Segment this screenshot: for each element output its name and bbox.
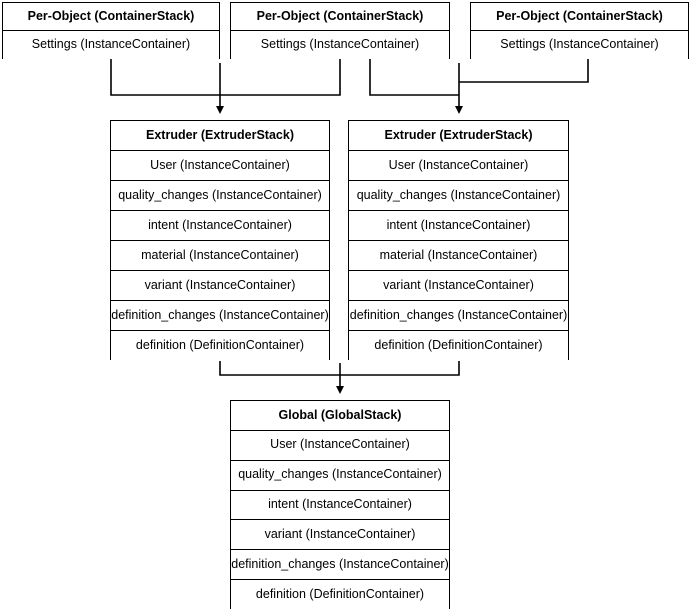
- node-extruder-1-row-quality-changes[interactable]: quality_changes (InstanceContainer): [111, 181, 329, 211]
- node-per-object-1-row-settings[interactable]: Settings (InstanceContainer): [3, 31, 219, 59]
- connector-per-object-2-to-extruder-2: [369, 59, 459, 96]
- node-per-object-3[interactable]: Per-Object (ContainerStack) Settings (In…: [470, 2, 689, 59]
- node-extruder-1[interactable]: Extruder (ExtruderStack) User (InstanceC…: [110, 120, 330, 361]
- node-extruder-2-row-definition-changes[interactable]: definition_changes (InstanceContainer): [349, 301, 568, 331]
- connector-extruder-2-to-global: [340, 360, 460, 376]
- node-extruder-1-row-material[interactable]: material (InstanceContainer): [111, 241, 329, 271]
- node-extruder-1-row-user[interactable]: User (InstanceContainer): [111, 151, 329, 181]
- node-per-object-1-header: Per-Object (ContainerStack): [3, 3, 219, 31]
- node-global-row-definition-changes[interactable]: definition_changes (InstanceContainer): [231, 550, 449, 581]
- node-extruder-2-row-intent[interactable]: intent (InstanceContainer): [349, 211, 568, 241]
- connector-per-object-2-to-extruder-1: [220, 59, 341, 96]
- node-per-object-3-header: Per-Object (ContainerStack): [471, 3, 688, 31]
- node-extruder-2-row-quality-changes[interactable]: quality_changes (InstanceContainer): [349, 181, 568, 211]
- connector-per-object-1-to-extruder-1: [110, 59, 220, 96]
- node-global-row-definition[interactable]: definition (DefinitionContainer): [231, 580, 449, 610]
- node-per-object-2[interactable]: Per-Object (ContainerStack) Settings (In…: [230, 2, 450, 59]
- node-per-object-2-row-settings[interactable]: Settings (InstanceContainer): [231, 31, 449, 59]
- node-extruder-2-row-definition[interactable]: definition (DefinitionContainer): [349, 331, 568, 361]
- node-extruder-2-row-user[interactable]: User (InstanceContainer): [349, 151, 568, 181]
- node-global-row-intent[interactable]: intent (InstanceContainer): [231, 490, 449, 521]
- node-per-object-2-header: Per-Object (ContainerStack): [231, 3, 449, 31]
- node-extruder-1-row-definition[interactable]: definition (DefinitionContainer): [111, 331, 329, 361]
- node-per-object-3-row-settings[interactable]: Settings (InstanceContainer): [471, 31, 688, 59]
- node-global-header: Global (GlobalStack): [231, 401, 449, 431]
- node-global-row-variant[interactable]: variant (InstanceContainer): [231, 520, 449, 551]
- connector-per-object-3-to-extruder-2: [459, 59, 589, 83]
- node-global[interactable]: Global (GlobalStack) User (InstanceConta…: [230, 400, 450, 610]
- node-global-row-user[interactable]: User (InstanceContainer): [231, 430, 449, 461]
- node-extruder-1-row-variant[interactable]: variant (InstanceContainer): [111, 271, 329, 301]
- node-extruder-2-row-variant[interactable]: variant (InstanceContainer): [349, 271, 568, 301]
- connector-extruder-1-to-global: [219, 360, 340, 376]
- node-extruder-2-row-material[interactable]: material (InstanceContainer): [349, 241, 568, 271]
- node-per-object-1[interactable]: Per-Object (ContainerStack) Settings (In…: [2, 2, 220, 59]
- node-extruder-2[interactable]: Extruder (ExtruderStack) User (InstanceC…: [348, 120, 569, 361]
- node-extruder-1-header: Extruder (ExtruderStack): [111, 121, 329, 151]
- node-extruder-1-row-definition-changes[interactable]: definition_changes (InstanceContainer): [111, 301, 329, 331]
- node-global-row-quality-changes[interactable]: quality_changes (InstanceContainer): [231, 460, 449, 491]
- node-extruder-1-row-intent[interactable]: intent (InstanceContainer): [111, 211, 329, 241]
- node-extruder-2-header: Extruder (ExtruderStack): [349, 121, 568, 151]
